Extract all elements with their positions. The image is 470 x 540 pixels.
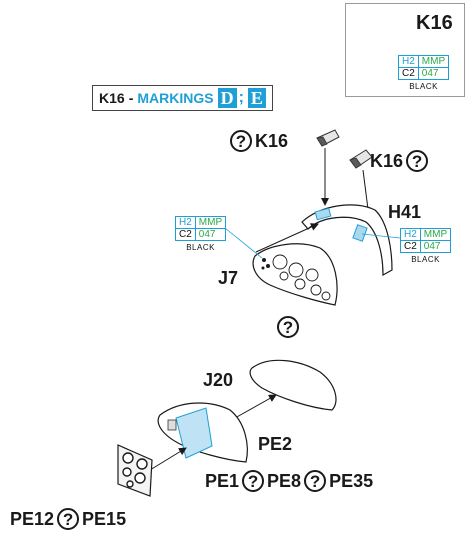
markings-dash: -	[128, 90, 134, 106]
inset-part-label: K16	[416, 12, 453, 34]
arrow-j7-h41	[255, 223, 319, 253]
paint-mmp: MMP	[419, 228, 452, 241]
paint-mmp: MMP	[417, 55, 450, 68]
markings-header: K16 - MARKINGS D ; E	[92, 85, 273, 111]
pe2-panel-icon	[157, 402, 248, 463]
question-icon: ?	[230, 130, 252, 152]
paint-c2: C2	[400, 240, 421, 253]
paint-color-name: BLACK	[186, 243, 215, 252]
question-icon: ?	[277, 316, 299, 338]
arrow-pe2-j20	[234, 394, 277, 419]
question-icon: ?	[406, 150, 429, 172]
k16-right-label: K16	[370, 150, 404, 171]
j7-label: J7	[218, 268, 239, 288]
paint-c2: C2	[175, 228, 196, 241]
paint-code: 047	[194, 228, 227, 241]
paint-mmp: MMP	[194, 216, 227, 229]
h41-part-icon	[301, 204, 393, 277]
arrow-pe12-pe2	[149, 447, 187, 471]
markings-part: K16	[99, 90, 125, 106]
k16-right-part-icon	[349, 149, 373, 169]
j20-label: J20	[203, 370, 234, 390]
pe12-label: PE12	[10, 508, 55, 529]
paint-color-name: BLACK	[411, 255, 440, 264]
leader-right	[361, 233, 401, 239]
paint-h2: H2	[398, 55, 419, 68]
pe12-row-callout: PE12 ? PE15	[10, 508, 126, 530]
paint-h2: H2	[175, 216, 196, 229]
paint-color-name: BLACK	[409, 82, 438, 91]
pe8-label: PE8	[267, 470, 302, 491]
pe-row-callout: PE1 ? PE8 ? PE35	[205, 470, 373, 492]
k16-left-label: K16	[255, 130, 289, 151]
k16-right-callout: K16 ?	[370, 150, 429, 172]
marking-tag-d: D	[217, 88, 237, 108]
leader-left	[224, 227, 263, 259]
pe1-label: PE1	[205, 470, 240, 491]
j7-instrument-panel-icon	[252, 243, 338, 306]
markings-word: MARKINGS	[137, 90, 214, 106]
pe12-photo-etch-icon	[117, 444, 153, 497]
paint-code: 047	[419, 240, 452, 253]
paint-code: 047	[417, 67, 450, 80]
center-question-callout: ?	[277, 316, 299, 338]
j20-panel-icon	[249, 359, 337, 411]
marking-separator: ;	[238, 89, 244, 106]
marking-tag-e: E	[247, 88, 266, 108]
k16-left-callout: ? K16	[230, 130, 288, 152]
pe35-label: PE35	[329, 470, 374, 491]
question-icon: ?	[304, 470, 327, 492]
pe2-label: PE2	[258, 434, 293, 454]
question-icon: ?	[57, 508, 80, 530]
paint-h2: H2	[400, 228, 421, 241]
paint-c2: C2	[398, 67, 419, 80]
h41-label: H41	[388, 202, 422, 222]
question-icon: ?	[242, 470, 265, 492]
pe15-label: PE15	[82, 508, 127, 529]
k16-left-part-icon	[316, 129, 340, 147]
